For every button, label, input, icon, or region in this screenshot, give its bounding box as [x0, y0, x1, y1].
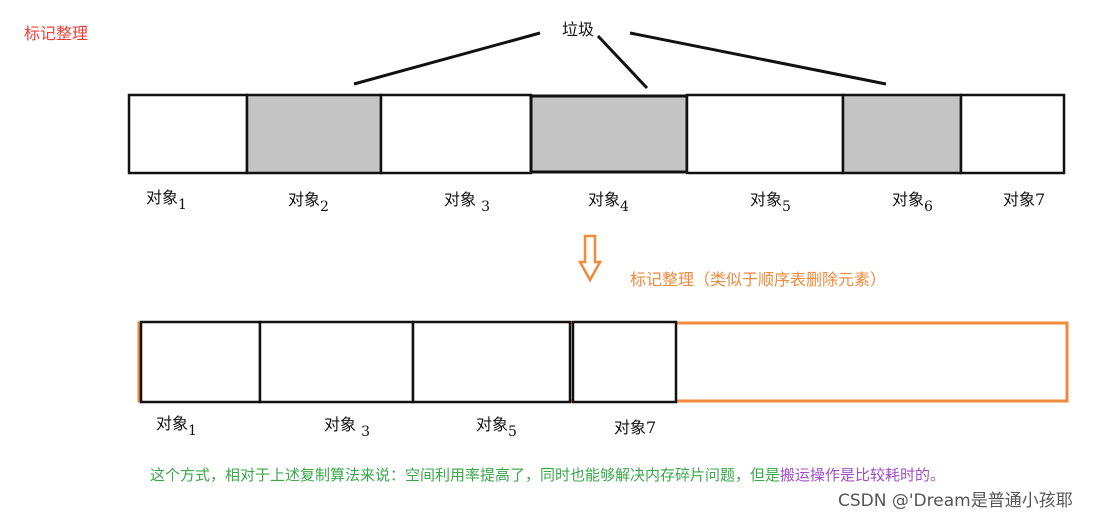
garbage-pointer-2	[353, 31, 541, 86]
before-label-3: 对象 3	[444, 190, 491, 215]
block-obj-2	[245, 93, 383, 175]
after-block-obj-3	[258, 320, 415, 404]
before-label-6: 对象6	[892, 190, 933, 215]
after-block-obj-1	[139, 320, 262, 404]
before-label-2: 对象2	[288, 190, 329, 215]
block-obj-1	[127, 93, 249, 175]
before-label-7: 对象7	[1003, 190, 1046, 209]
after-label-5: 对象5	[476, 415, 517, 440]
block-obj-7	[959, 93, 1066, 175]
block-obj-5	[685, 93, 845, 175]
before-label-4: 对象4	[588, 190, 629, 215]
before-label-1: 对象1	[146, 188, 187, 213]
garbage-pointer-4	[596, 34, 649, 90]
watermark: CSDN @'Dream是普通小孩耶	[838, 491, 1073, 511]
after-label-7: 对象7	[614, 418, 657, 437]
block-obj-3	[379, 93, 533, 175]
block-obj-6	[841, 93, 963, 175]
after-label-1: 对象1	[156, 414, 197, 439]
garbage-label: 垃圾	[562, 20, 595, 39]
down-arrow-icon	[577, 234, 603, 283]
after-block-obj-7	[571, 320, 678, 404]
compaction-caption: 标记整理（类似于顺序表删除元素）	[630, 270, 887, 289]
before-label-5: 对象5	[750, 190, 791, 215]
after-memory-strip	[137, 320, 1069, 404]
block-obj-4	[529, 94, 689, 174]
after-label-3: 对象 3	[324, 415, 371, 440]
before-memory-strip	[127, 93, 1066, 175]
garbage-pointer-6	[629, 31, 887, 86]
summary-highlight: 搬运操作是比较耗时的。	[780, 466, 946, 484]
after-block-obj-5	[411, 320, 572, 404]
summary-text: 这个方式，相对于上述复制算法来说：空间利用率提高了，同时也能够解决内存碎片问题，…	[150, 466, 946, 484]
page-title: 标记整理	[24, 24, 89, 43]
